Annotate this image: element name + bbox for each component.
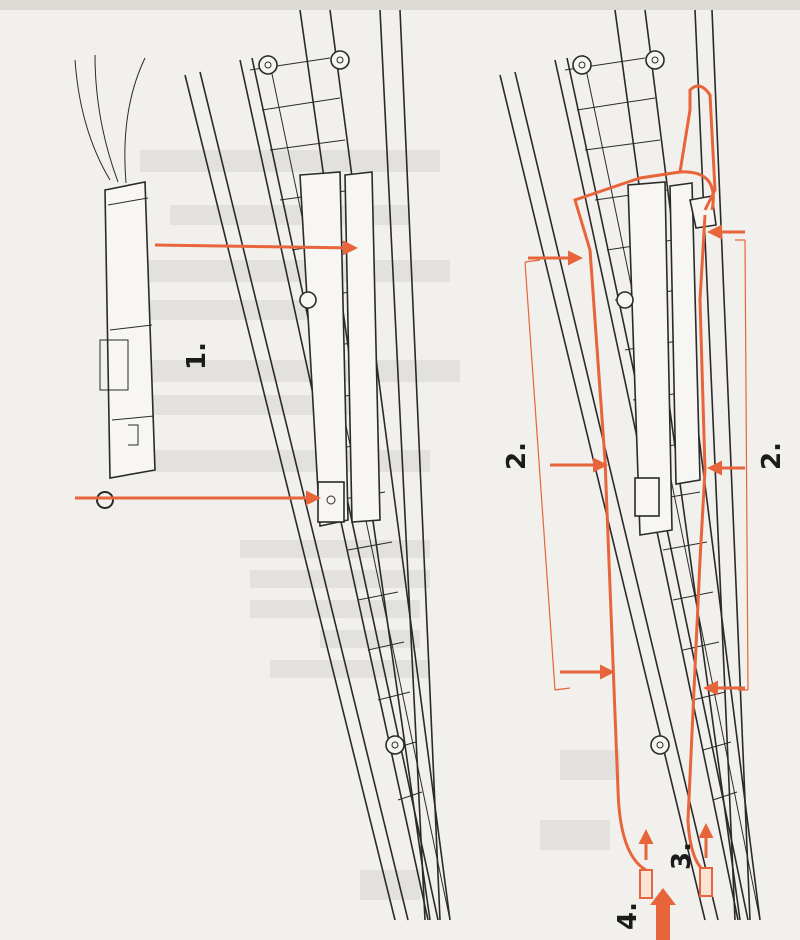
wire-plugs: [638, 823, 714, 940]
step-1-label: 1.: [182, 342, 212, 370]
left-turnout-track: [184, 9, 451, 921]
decoder-module: [74, 54, 156, 479]
show-through-text: [110, 150, 620, 900]
step-2-brackets: [524, 239, 749, 691]
insert-arrow-upper: [154, 240, 358, 256]
step-3-label: 3.: [667, 842, 697, 870]
step-4-label: 4.: [613, 902, 643, 930]
top-strip: [0, 0, 800, 10]
hook-connector: [96, 491, 114, 509]
step-2-label-right: 2.: [757, 442, 787, 470]
step-2-label-left: 2.: [502, 442, 532, 470]
